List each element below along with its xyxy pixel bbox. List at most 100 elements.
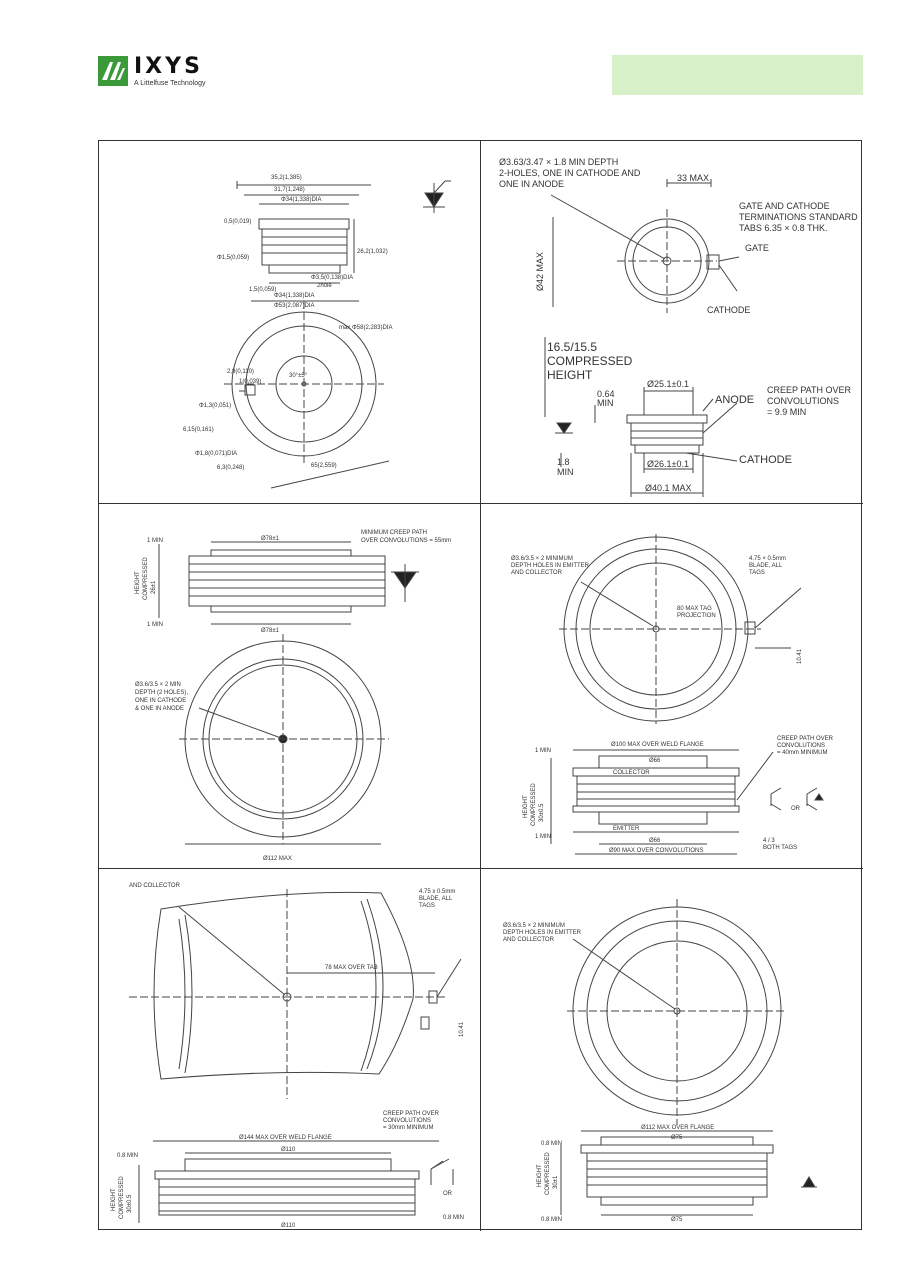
p2-dia42: Ø42 MAX xyxy=(535,252,545,291)
p5-and-collector: AND COLLECTOR xyxy=(129,883,181,889)
p4-d10: 10.41 xyxy=(797,648,803,664)
p2-d401: Ø40.1 MAX xyxy=(645,483,692,493)
p2-min18-b: MIN xyxy=(557,467,574,477)
p2-creep-2: CONVOLUTIONS xyxy=(767,396,839,406)
p4-proj-1: 80 MAX TAG xyxy=(677,606,712,612)
p5-height-2: COMPRESSED xyxy=(119,1176,125,1219)
p3-height-1: 26±1 xyxy=(151,580,157,594)
p1-dim-6: Φ3,5(0,138)DIA xyxy=(311,275,353,281)
p6-height-2: COMPRESSED xyxy=(545,1152,551,1195)
p5-blade-2: BLADE, ALL xyxy=(419,896,453,902)
p4-weld: Ø100 MAX OVER WELD FLANGE xyxy=(611,742,704,748)
p5-creep-1: CREEP PATH OVER xyxy=(383,1111,440,1117)
p4-blade-3: TAGS xyxy=(749,570,765,576)
p4-height-3: HEIGHT xyxy=(523,795,529,818)
drawing-4: Ø3.6/3.5 × 2 MINIMUM DEPTH HOLES IN EMIT… xyxy=(511,534,834,855)
panel-press-pack-thyristor: Ø3.63/3.47 × 1.8 MIN DEPTH 2-HOLES, ONE … xyxy=(481,141,863,504)
p6-d75-top: Ø75 xyxy=(671,1135,683,1141)
p1-dim-7: 2hole xyxy=(317,283,332,289)
p5-or: OR xyxy=(443,1191,453,1197)
p1-dim-1: 31,7(1,248) xyxy=(274,187,305,193)
p4-creep-2: CONVOLUTIONS xyxy=(777,743,825,749)
p4-creep-1: CREEP PATH OVER xyxy=(777,736,834,742)
p2-max33: 33 MAX xyxy=(677,173,709,183)
p1-dim-8: 1,5(0,059) xyxy=(249,287,276,293)
drawings-grid: 35,2(1,385) 31,7(1,248) Φ34(1,338)DIA 0,… xyxy=(98,140,863,1231)
p2-gate-note-1: GATE AND CATHODE xyxy=(739,201,830,211)
brand-name: IXYS xyxy=(134,54,203,79)
p6-min-bot: 0.8 MIN xyxy=(541,1217,562,1223)
drawing-2: Ø3.63/3.47 × 1.8 MIN DEPTH 2-HOLES, ONE … xyxy=(499,157,858,497)
p5-d10: 10.41 xyxy=(459,1021,465,1037)
p2-min18-a: 1.8 xyxy=(557,457,570,467)
p1-dim-2: Φ34(1,338)DIA xyxy=(281,197,321,203)
p3-hole-1: Ø3.6/3.5 × 2 MIN xyxy=(135,682,181,688)
p4-blade-2: BLADE, ALL xyxy=(749,563,783,569)
p2-gate-note-2: TERMINATIONS STANDARD xyxy=(739,212,858,222)
p2-cathode-top: CATHODE xyxy=(707,305,750,315)
p4-height-1: 30±0.5 xyxy=(539,803,545,822)
p3-hole-4: & ONE IN ANODE xyxy=(135,706,184,712)
p5-weld: Ø144 MAX OVER WELD FLANGE xyxy=(239,1135,332,1141)
p6-height-1: 30±1 xyxy=(553,1175,559,1189)
p4-creep-3: = 40mm MINIMUM xyxy=(777,750,828,756)
p2-d251-top: Ø25.1±0.1 xyxy=(647,379,689,389)
p1-dim-16: 6,15(0,161) xyxy=(183,427,214,433)
p1-dim-10: Φ53(2,087)DIA xyxy=(274,303,314,309)
p6-flange: Ø112 MAX OVER FLANGE xyxy=(641,1125,714,1131)
p4-hole-1: Ø3.6/3.5 × 2 MINIMUM xyxy=(511,556,573,562)
p2-cathode-bot: CATHODE xyxy=(739,454,792,466)
p4-tag-1: 4 / 3 xyxy=(763,838,775,844)
p3-min-top: 1 MIN xyxy=(147,538,163,544)
p2-creep-1: CREEP PATH OVER xyxy=(767,385,852,395)
p2-min064-a: 0.64 xyxy=(597,389,615,399)
p2-height-1: 16.5/15.5 xyxy=(547,340,597,354)
p2-creep-3: = 9.9 MIN xyxy=(767,407,806,417)
p1-dim-11: max Φ58(2,283)DIA xyxy=(339,325,392,331)
p2-min064-b: MIN xyxy=(597,398,614,408)
p3-hole-2: DEPTH (2 HOLES), xyxy=(135,690,188,696)
p1-dim-4: Φ1,5(0,059) xyxy=(217,255,249,261)
drawing-5: AND COLLECTOR 4.75 x 0.5mm BLADE, ALL TA… xyxy=(111,883,465,1229)
p2-height-3: HEIGHT xyxy=(547,368,593,382)
p3-creep-1: MINIMUM CREEP PATH xyxy=(361,530,427,536)
p4-hole-2: DEPTH HOLES IN EMITTER xyxy=(511,563,590,569)
brand-tagline: A Littelfuse Technology xyxy=(134,80,206,87)
p5-min-top: 0.8 MIN xyxy=(117,1153,138,1159)
p3-min-bot: 1 MIN xyxy=(147,622,163,628)
p6-d75-bot: Ø75 xyxy=(671,1217,683,1223)
p6-hole-3: AND COLLECTOR xyxy=(503,937,555,943)
p1-dim-15: Φ1,3(0,051) xyxy=(199,403,231,409)
p5-blade-1: 4.75 x 0.5mm xyxy=(419,889,455,895)
p3-hole-3: ONE IN CATHODE xyxy=(135,698,186,704)
p2-hole-line-3: ONE IN ANODE xyxy=(499,179,564,189)
p4-hole-3: AND COLLECTOR xyxy=(511,570,563,576)
p3-dia-outer: Ø112 MAX xyxy=(263,856,292,862)
p1-dim-13: 1(0,039) xyxy=(239,379,261,385)
p4-height-2: COMPRESSED xyxy=(531,783,537,826)
p4-collector: COLLECTOR xyxy=(613,770,650,776)
drawing-1: 35,2(1,385) 31,7(1,248) Φ34(1,338)DIA 0,… xyxy=(183,175,451,489)
p1-dim-5: 26,2(1,032) xyxy=(357,249,388,255)
p3-height-2: COMPRESSED xyxy=(143,557,149,600)
p6-min-top: 0.8 MIN xyxy=(541,1141,562,1147)
p4-d90: Ø90 MAX OVER CONVOLUTIONS xyxy=(609,848,703,854)
p1-dim-3: 0,5(0,019) xyxy=(224,219,251,225)
p4-proj-2: PROJECTION xyxy=(677,613,716,619)
p1-dim-18: 6,3(0,248) xyxy=(217,465,244,471)
p1-dim-17: Φ1,8(0,071)DIA xyxy=(195,451,237,457)
p2-height-2: COMPRESSED xyxy=(547,354,633,368)
p6-height-3: HEIGHT xyxy=(537,1164,543,1187)
p1-dim-12: 2,8(0,110) xyxy=(227,369,254,375)
panel-igbt-100: Ø3.6/3.5 × 2 MINIMUM DEPTH HOLES IN EMIT… xyxy=(481,504,863,869)
p4-tag-2: BOTH TAGS xyxy=(763,845,797,851)
p4-min-bot: 1 MIN xyxy=(535,834,551,840)
p5-creep-2: CONVOLUTIONS xyxy=(383,1118,431,1124)
panel-igbt-144: AND COLLECTOR 4.75 x 0.5mm BLADE, ALL TA… xyxy=(99,869,481,1231)
p1-dim-0: 35,2(1,385) xyxy=(271,175,302,181)
p1-dim-9: Φ34(1,338)DIA xyxy=(274,293,314,299)
drawing-6: Ø3.6/3.5 × 2 MINIMUM DEPTH HOLES IN EMIT… xyxy=(503,899,817,1223)
p5-creep-3: = 30mm MINIMUM xyxy=(383,1125,434,1131)
p5-d110-top: Ø110 xyxy=(281,1147,296,1153)
p2-hole-line-2: 2-HOLES, ONE IN CATHODE AND xyxy=(499,168,641,178)
